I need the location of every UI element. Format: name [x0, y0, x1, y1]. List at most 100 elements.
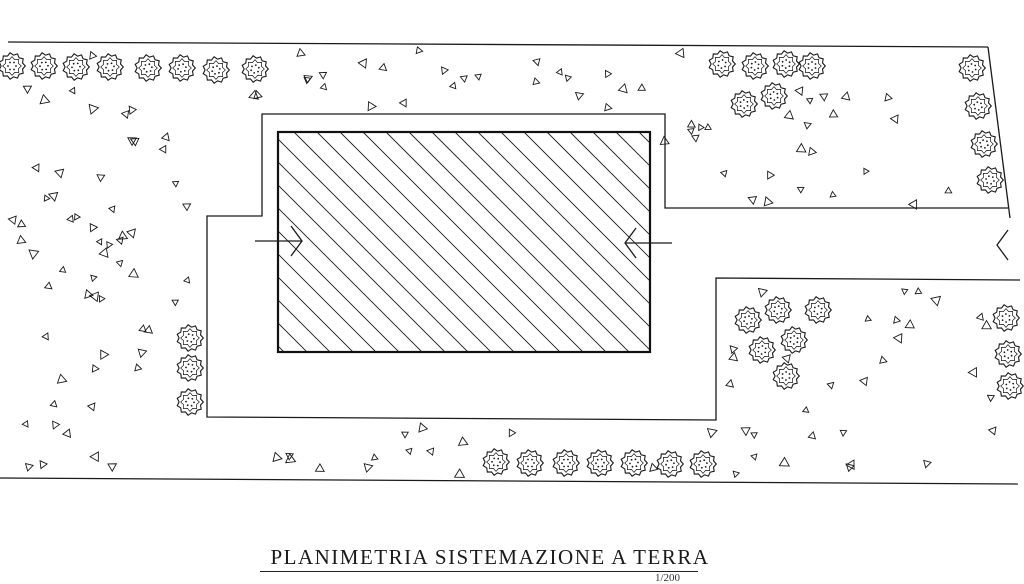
grass-triangle-icon	[845, 463, 855, 473]
shrub-icon	[689, 450, 718, 478]
grass-triangle-icon	[370, 453, 379, 461]
hatch-line	[278, 322, 308, 352]
grass-triangle-icon	[89, 451, 99, 463]
shrub-icon	[0, 52, 27, 80]
shrub-icon	[994, 340, 1023, 368]
grass-triangle-icon	[98, 294, 106, 303]
grass-triangle-icon	[659, 135, 670, 146]
grass-triangle-icon	[975, 312, 984, 321]
shrub-icon	[176, 324, 205, 352]
shrub-icon	[552, 449, 581, 477]
grass-triangle-icon	[43, 194, 51, 202]
grass-triangle-icon	[750, 453, 758, 461]
grass-triangle-icon	[532, 77, 541, 86]
shrub-icon	[96, 53, 125, 81]
grass-triangle-icon	[21, 419, 29, 428]
grass-triangle-icon	[637, 83, 647, 91]
grass-triangle-icon	[357, 58, 367, 69]
grass-triangle-icon	[864, 314, 873, 322]
grass-triangle-icon	[686, 128, 695, 136]
grass-triangle-icon	[100, 349, 110, 360]
grass-triangle-icon	[604, 102, 613, 112]
grass-triangle-icon	[757, 287, 769, 298]
grass-triangle-icon	[459, 75, 468, 84]
shrub-icon	[741, 52, 770, 80]
grass-triangle-icon	[801, 405, 810, 413]
grass-triangle-icon	[967, 366, 977, 378]
hatch-line	[615, 132, 650, 167]
grass-triangle-icon	[16, 234, 27, 244]
grass-triangle-icon	[740, 427, 751, 437]
shrub-icon	[798, 52, 827, 80]
entrance-arrow-icon	[255, 225, 303, 257]
grass-triangle-icon	[86, 402, 96, 412]
grass-triangle-icon	[893, 315, 902, 324]
shrub-icon	[516, 449, 545, 477]
grass-triangle-icon	[448, 81, 457, 90]
hatch-line	[638, 132, 650, 144]
entrance-arrow-icon	[996, 229, 1009, 261]
hatch-line	[278, 230, 400, 352]
grass-triangle-icon	[398, 98, 407, 108]
grass-triangle-icon	[39, 93, 51, 105]
grass-triangle-icon	[781, 354, 791, 364]
shrub-icon	[804, 296, 833, 324]
grass-triangle-icon	[22, 85, 33, 95]
grass-triangle-icon	[107, 463, 118, 473]
shrub-icon	[176, 388, 205, 416]
hatch-line	[278, 253, 377, 352]
grass-triangle-icon	[698, 123, 705, 132]
site-boundary	[0, 41, 1019, 485]
grass-triangle-icon	[378, 62, 388, 72]
shrub-icon	[482, 448, 511, 476]
grass-triangle-icon	[686, 119, 696, 128]
grass-triangle-icon	[796, 186, 805, 194]
grass-triangle-icon	[826, 381, 835, 390]
shrub-icon	[202, 56, 231, 84]
grass-triangle-icon	[415, 46, 424, 55]
grass-triangle-icon	[88, 103, 100, 115]
grass-triangle-icon	[28, 249, 40, 260]
shrub-icon	[620, 449, 649, 477]
hatch-line	[523, 132, 650, 259]
grass-triangle-icon	[649, 462, 659, 472]
grass-triangle-icon	[923, 459, 932, 469]
shrub-icon	[586, 449, 615, 477]
hatch-line	[915, 132, 1024, 392]
drawing-title: PLANIMETRIA SISTEMAZIONE A TERRA	[270, 545, 710, 569]
hatch-line	[961, 132, 1024, 392]
grass-triangle-icon	[84, 288, 94, 299]
grass-triangle-icon	[901, 288, 909, 296]
grass-triangle-icon	[171, 180, 180, 188]
grass-triangle-icon	[508, 428, 517, 438]
grass-triangle-icon	[98, 247, 109, 259]
hatch-line	[278, 299, 331, 352]
grass-triangle-icon	[839, 429, 848, 437]
grass-triangle-icon	[808, 146, 818, 156]
grass-triangle-icon	[31, 163, 40, 173]
grass-triangle-icon	[296, 47, 306, 57]
grass-triangle-icon	[981, 319, 993, 330]
grass-triangle-icon	[725, 378, 735, 388]
shrub-icon	[958, 54, 987, 82]
grass-triangle-icon	[441, 66, 450, 76]
shrub-icon	[62, 53, 91, 81]
grass-triangle-icon	[89, 50, 98, 60]
grass-triangle-icon	[828, 108, 839, 118]
shrub-icon	[734, 306, 763, 334]
hatch-line	[569, 132, 650, 213]
grass-triangle-icon	[819, 93, 829, 102]
yard-outline	[206, 113, 1021, 421]
grass-triangle-icon	[400, 431, 410, 439]
shrub-icon	[656, 450, 685, 478]
grass-triangle-icon	[778, 456, 791, 467]
grass-triangle-icon	[879, 355, 888, 364]
grass-triangle-icon	[68, 86, 76, 95]
grass-triangle-icon	[829, 190, 837, 198]
grass-triangle-icon	[120, 110, 130, 119]
grass-triangle-icon	[137, 348, 148, 359]
shrub-icon	[760, 82, 789, 110]
hatch-line	[278, 207, 423, 352]
grass-triangle-icon	[404, 447, 413, 456]
shrub-icon	[976, 166, 1005, 194]
